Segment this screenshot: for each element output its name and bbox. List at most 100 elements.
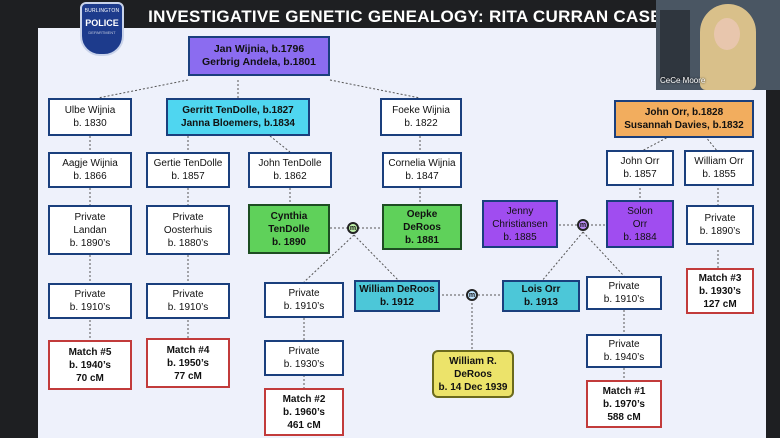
person-label: Private — [704, 213, 736, 224]
person-label: Private — [74, 289, 106, 300]
person-label: Gerbrig Andela, b.1801 — [202, 56, 316, 68]
marriage-icon: m — [347, 222, 359, 234]
person-box: William DeRoos b. 1912 — [354, 280, 440, 312]
person-label: b. 14 Dec 1939 — [438, 381, 508, 393]
presenter-face — [714, 18, 740, 50]
person-box: Aagje Wijnia b. 1866 — [48, 152, 132, 188]
person-label: b. 1940’s — [603, 352, 645, 363]
match-label: b. 1970’s — [603, 398, 645, 410]
slide-title: INVESTIGATIVE GENETIC GENEALOGY: RITA CU… — [148, 7, 662, 26]
person-box: Private b. 1910’s — [48, 283, 132, 319]
person-label: b. 1890’s — [699, 226, 741, 237]
person-label: Jan Wijnia, b.1796 — [213, 43, 305, 55]
person-label: Orr — [632, 218, 648, 230]
person-box: John Orr b. 1857 — [606, 150, 674, 186]
match-label: 127 cM — [703, 298, 737, 310]
person-label: Ulbe Wijnia — [64, 105, 116, 116]
marriage-icon: m — [466, 289, 478, 301]
webcam-overlay: CeCe Moore — [656, 0, 780, 90]
person-box: Private b. 1910’s — [146, 283, 230, 319]
person-label: Oosterhuis — [163, 224, 213, 236]
match-label: 588 cM — [607, 411, 641, 423]
match-label: Match #3 — [698, 272, 742, 284]
person-label: Lois Orr — [521, 284, 561, 295]
police-badge-logo: BURLINGTON POLICE DEPARTMENT — [80, 2, 124, 56]
person-label: Cornelia Wijnia — [388, 158, 456, 169]
person-box: Ulbe Wijnia b. 1830 — [48, 98, 132, 136]
badge-bottom-text: DEPARTMENT — [88, 30, 116, 35]
person-label: b. 1830 — [73, 118, 107, 129]
match-label: b. 1940’s — [69, 359, 111, 371]
person-box: Private b. 1910’s — [586, 276, 662, 310]
person-label: John Orr, b.1828 — [644, 107, 724, 118]
match-label: Match #1 — [602, 385, 646, 397]
person-label: TenDolle — [268, 223, 310, 235]
person-label: Private — [288, 346, 320, 357]
person-label: b. 1885 — [503, 231, 537, 243]
person-label: Private — [608, 281, 640, 292]
person-label: Gerritt TenDolle, b.1827 — [182, 105, 294, 116]
person-label: b. 1855 — [702, 169, 736, 180]
match-label: b. 1930’s — [699, 285, 741, 297]
person-label: Solon — [627, 205, 653, 217]
person-label: b. 1912 — [380, 297, 414, 308]
person-label: Oepke — [406, 208, 438, 220]
marriage-icon: m — [577, 219, 589, 231]
person-label: Landan — [73, 224, 107, 236]
match-label: 77 cM — [174, 370, 202, 382]
match-label: Match #2 — [282, 393, 326, 405]
person-label: William R. — [449, 355, 497, 367]
match-label: Match #4 — [166, 344, 210, 356]
person-label: William DeRoos — [359, 284, 435, 295]
person-label: b. 1910’s — [603, 294, 645, 305]
person-label: Private — [288, 288, 320, 299]
person-label: b. 1857 — [623, 169, 657, 180]
person-label: b. 1910’s — [69, 302, 111, 313]
person-label: DeRoos — [454, 368, 492, 380]
person-label: b. 1910’s — [167, 302, 209, 313]
person-label: b. 1880’s — [167, 237, 209, 249]
match-label: 70 cM — [76, 372, 104, 384]
person-label: Aagje Wijnia — [62, 158, 118, 169]
person-label: b. 1866 — [73, 171, 107, 182]
person-label: John Orr — [620, 156, 660, 167]
person-label: b. 1857 — [171, 171, 205, 182]
person-box: Gertie TenDolle b. 1857 — [146, 152, 230, 188]
person-label: Gertie TenDolle — [153, 158, 223, 169]
person-label: Susannah Davies, b.1832 — [624, 120, 744, 131]
person-label: b. 1884 — [623, 231, 657, 243]
badge-main-text: POLICE — [85, 18, 119, 28]
webcam-name: CeCe Moore — [660, 76, 706, 85]
person-label: b. 1881 — [405, 234, 439, 246]
person-label: Christiansen — [492, 218, 548, 230]
person-label: Jenny — [506, 205, 534, 217]
person-box: Private b. 1890’s — [686, 205, 754, 245]
person-label: Private — [172, 289, 204, 300]
person-label: b. 1862 — [273, 171, 307, 182]
person-label: b. 1910’s — [283, 301, 325, 312]
match-label: b. 1960’s — [283, 406, 325, 418]
match-label: 461 cM — [287, 419, 321, 431]
person-label: Private — [74, 211, 106, 223]
person-label: Private — [172, 211, 204, 223]
